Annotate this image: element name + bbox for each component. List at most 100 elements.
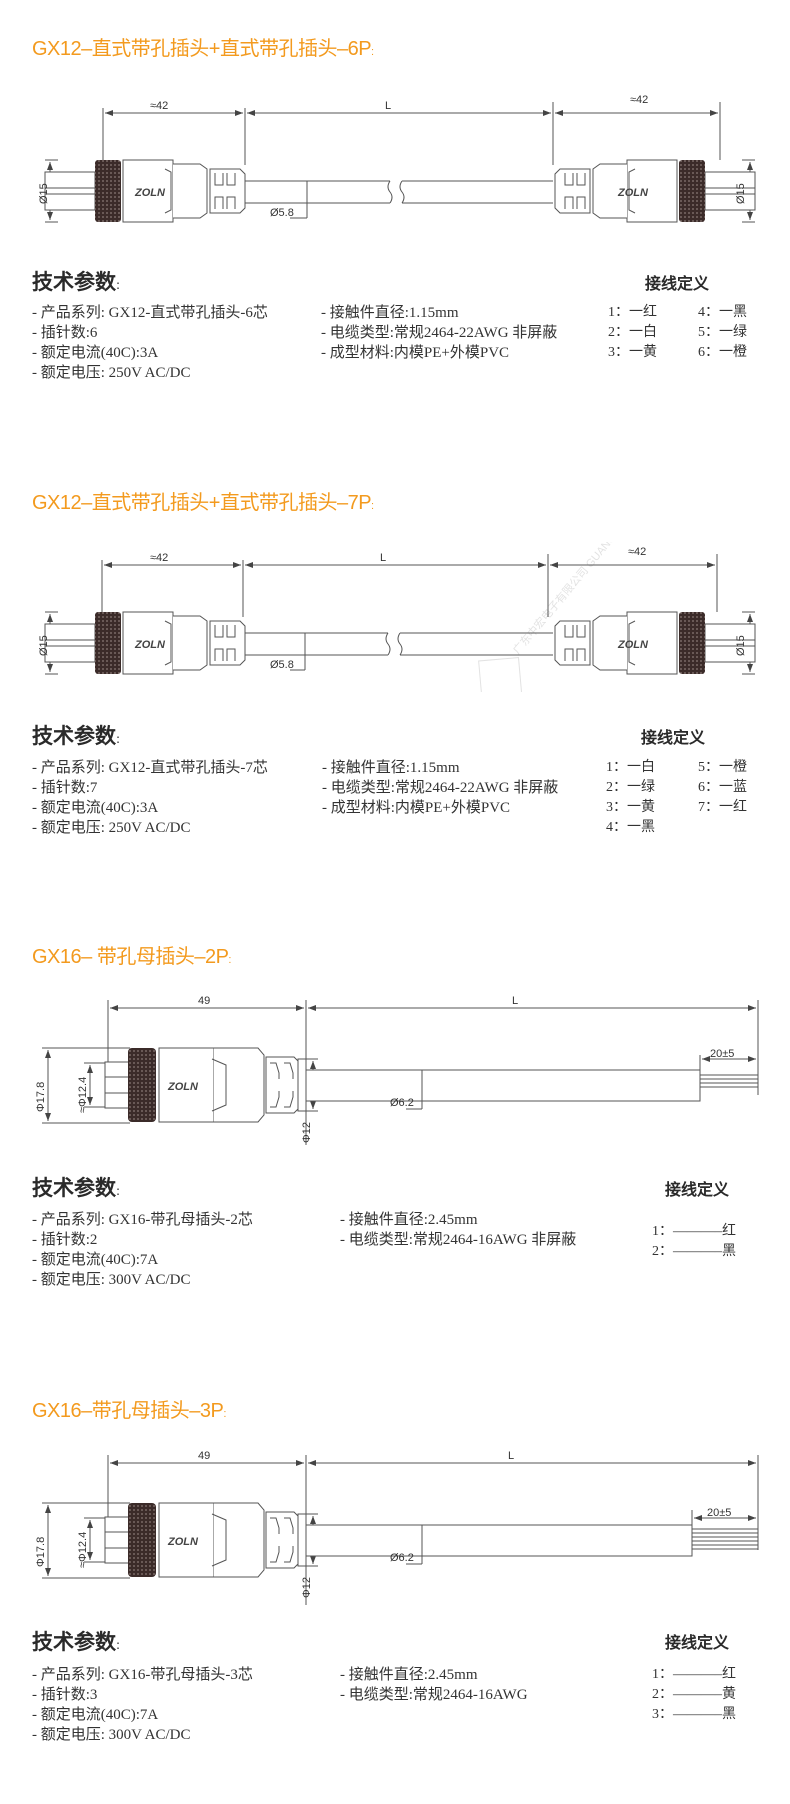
spec-item: - 电缆类型:常规2464-22AWG 非屏蔽 — [321, 325, 558, 341]
spec-item: - 额定电流(40C):3A — [32, 800, 159, 816]
left-length-label: ≈42 — [150, 552, 168, 564]
wiring-item: 4：一黑 — [606, 820, 655, 835]
specs-col1: - 产品系列: GX12-直式带孔插头-7芯 - 插针数:7 - 额定电流(40… — [32, 758, 268, 838]
inner-diameter-label: ≈Φ12.4 — [77, 1077, 89, 1113]
specs-col1: - 产品系列: GX16-带孔母插头-3芯 - 插针数:3 - 额定电流(40C… — [32, 1665, 253, 1745]
wire-strip — [699, 1082, 759, 1088]
outer-diameter-label: Φ17.8 — [35, 1082, 47, 1112]
left-length-label: ≈42 — [150, 100, 168, 112]
title-colon: : — [228, 954, 231, 966]
wiring-col1: 1：一红 2：一白 3：一黄 — [608, 303, 657, 363]
spec-item: - 额定电压: 250V AC/DC — [32, 365, 191, 381]
brand-logo: ZOLN — [134, 639, 166, 651]
diameter-label: Ø15 — [38, 635, 50, 656]
wiring-item: 6：一橙 — [698, 345, 747, 360]
spec-item: - 成型材料:内模PE+外模PVC — [321, 345, 510, 361]
brand-logo: ZOLN — [617, 187, 649, 199]
connector — [104, 1047, 307, 1123]
cable — [245, 180, 553, 219]
spec-item: - 电缆类型:常规2464-22AWG 非屏蔽 — [322, 780, 559, 796]
wiring-item: 1：一白 — [606, 760, 655, 775]
spec-item: - 产品系列: GX12-直式带孔插头-6芯 — [32, 305, 268, 321]
spec-item: - 插针数:2 — [32, 1232, 98, 1248]
wiring-item: 2：一白 — [608, 325, 657, 340]
section-title: GX16– 带孔母插头–2P: — [32, 940, 231, 969]
specs-col2: - 接触件直径:2.45mm - 电缆类型:常规2464-16AWG 非屏蔽 — [340, 1210, 576, 1250]
spec-item: - 产品系列: GX16-带孔母插头-2芯 — [32, 1212, 253, 1228]
connector — [104, 1502, 307, 1578]
diameter-label: Ø15 — [38, 183, 50, 204]
nut-diameter-label: Φ12 — [301, 1577, 313, 1598]
spec-item: - 成型材料:内模PE+外模PVC — [322, 800, 511, 816]
wiring-heading: 接线定义 — [665, 1180, 730, 1199]
wiring-col2: 5：一橙 6：一蓝 7：一红 — [698, 758, 747, 818]
wiring-heading: 接线定义 — [665, 1633, 730, 1652]
tech-params-heading: 技术参数: — [32, 270, 121, 294]
inner-diameter-label: ≈Φ12.4 — [77, 1532, 89, 1568]
wiring-item: 5：一绿 — [698, 325, 747, 340]
specs-col1: - 产品系列: GX16-带孔母插头-2芯 - 插针数:2 - 额定电流(40C… — [32, 1210, 253, 1290]
wire-strip — [691, 1536, 759, 1542]
right-length-label: ≈42 — [630, 94, 648, 106]
wiring-item: 1：———–红 — [652, 1224, 736, 1239]
wiring-item: 4：一黑 — [698, 305, 747, 320]
wiring-item: 2：———–黑 — [652, 1244, 736, 1259]
spec-item: - 接触件直径:2.45mm — [340, 1212, 478, 1228]
wiring-col2: 4：一黑 5：一绿 6：一橙 — [698, 303, 747, 363]
spec-item: - 产品系列: GX16-带孔母插头-3芯 — [32, 1667, 253, 1683]
brand-logo: ZOLN — [617, 639, 649, 651]
section-title: GX16–带孔母插头–3P: — [32, 1394, 226, 1423]
wiring-item: 3：———–黑 — [652, 1707, 736, 1722]
diameter-label: Ø15 — [735, 183, 747, 204]
specs-col2: - 接触件直径:1.15mm - 电缆类型:常规2464-22AWG 非屏蔽 -… — [322, 758, 558, 818]
connector-length-label: 49 — [198, 995, 210, 1007]
section-title: GX12–直式带孔插头+直式带孔插头–7P: — [32, 486, 374, 515]
spec-item: - 接触件直径:1.15mm — [322, 760, 460, 776]
cable-length-label: L — [380, 552, 386, 564]
title-text: GX16–带孔母插头–3P — [32, 1400, 224, 1422]
specs-col1: - 产品系列: GX12-直式带孔插头-6芯 - 插针数:6 - 额定电流(40… — [32, 303, 268, 383]
brand-logo: ZOLN — [134, 187, 166, 199]
cable-drawing: ≈42 L ≈42 Ø5.8 Ø15 Ø15 ZOLN ZOLN 广东中宏电子有… — [38, 542, 769, 692]
strip-length-label: 20±5 — [710, 1048, 734, 1060]
cable-length-label: L — [508, 1450, 514, 1462]
title-colon: : — [371, 500, 374, 512]
wiring-col1: 1：一白 2：一绿 3：一黄 4：一黑 — [606, 758, 655, 838]
cable-drawing: 49 L 20±5 Ø6.2 Φ17.8 ≈Φ12.4 Φ12 ZOLN — [35, 995, 759, 1145]
spec-item: - 额定电压: 300V AC/DC — [32, 1727, 191, 1743]
cable — [306, 1069, 759, 1110]
title-colon: : — [371, 46, 374, 58]
spec-item: - 插针数:3 — [32, 1687, 98, 1703]
wiring-item: 6：一蓝 — [698, 780, 747, 795]
spec-item: - 电缆类型:常规2464-16AWG 非屏蔽 — [340, 1232, 577, 1248]
cable-break — [385, 632, 403, 656]
specs-col2: - 接触件直径:2.45mm - 电缆类型:常规2464-16AWG — [340, 1665, 528, 1705]
cable-diameter-label: Ø5.8 — [270, 659, 294, 671]
wiring-heading: 接线定义 — [645, 274, 710, 293]
diameter-label: Ø15 — [735, 635, 747, 656]
brand-logo: ZOLN — [167, 1536, 199, 1548]
cable-length-label: L — [385, 100, 391, 112]
wire-strip — [691, 1528, 759, 1534]
spec-item: - 接触件直径:2.45mm — [340, 1667, 478, 1683]
spec-item: - 额定电流(40C):7A — [32, 1707, 159, 1723]
nut-diameter-label: Φ12 — [301, 1122, 313, 1143]
wiring-col1: 1：———–红 2：———–黑 — [652, 1222, 736, 1262]
right-connector — [554, 611, 756, 675]
cable-diameter-label: Ø5.8 — [270, 207, 294, 219]
wiring-item: 2：一绿 — [606, 780, 655, 795]
spec-item: - 额定电流(40C):7A — [32, 1252, 159, 1268]
tech-params-heading: 技术参数: — [32, 1630, 121, 1654]
wiring-item: 3：一黄 — [606, 800, 655, 815]
strip-length-label: 20±5 — [707, 1507, 731, 1519]
cable-break — [387, 180, 405, 204]
wiring-heading: 接线定义 — [641, 728, 706, 747]
title-text: GX16– 带孔母插头–2P — [32, 946, 229, 968]
spec-item: - 插针数:7 — [32, 780, 98, 796]
cable-diameter-label: Ø6.2 — [390, 1552, 414, 1564]
specs-col2: - 接触件直径:1.15mm - 电缆类型:常规2464-22AWG 非屏蔽 -… — [321, 303, 557, 363]
title-text: GX12–直式带孔插头+直式带孔插头–6P — [32, 38, 372, 60]
wiring-item: 2：———–黄 — [652, 1687, 736, 1702]
cable — [243, 632, 553, 671]
wiring-item: 1：一红 — [608, 305, 657, 320]
